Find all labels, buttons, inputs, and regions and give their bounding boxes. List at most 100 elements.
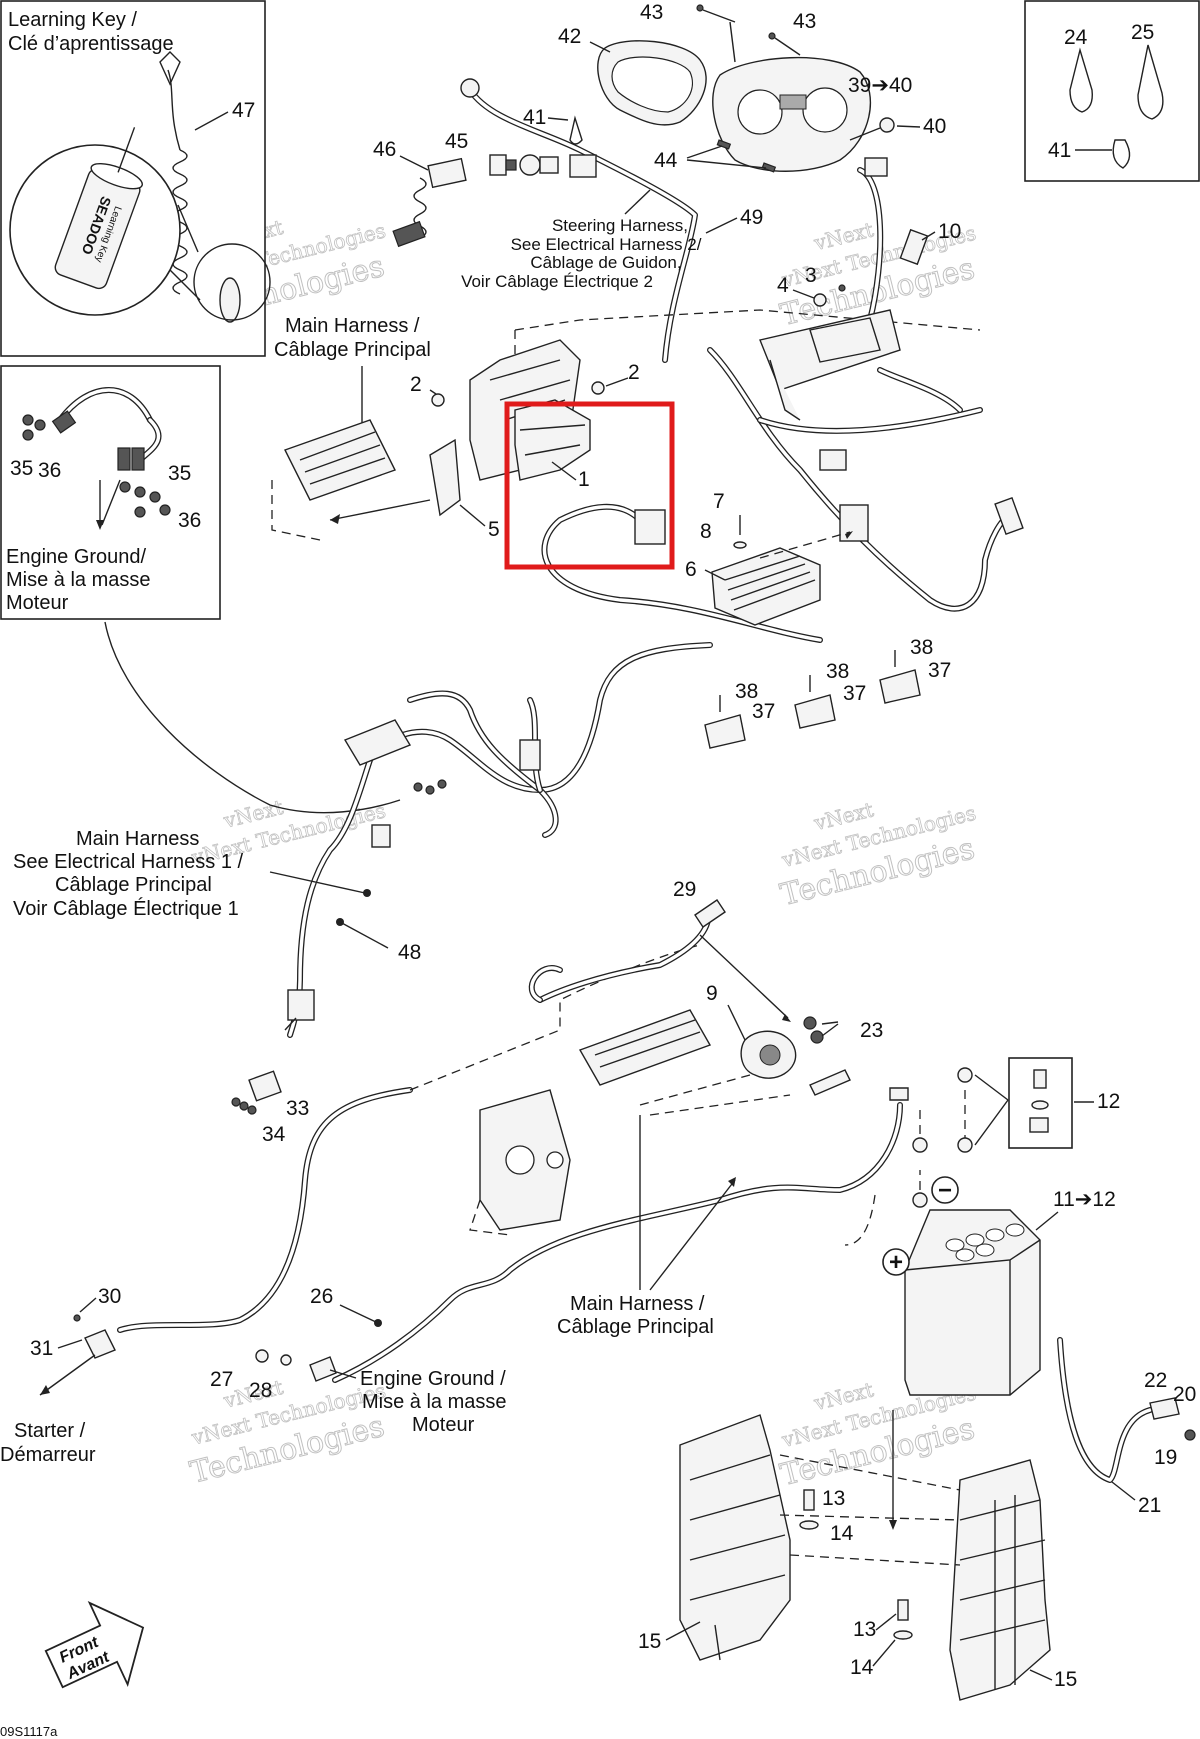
callout-9: 9 xyxy=(706,982,718,1005)
cable-terminal-29 xyxy=(694,899,726,928)
ecm-top: 5 xyxy=(271,419,500,541)
callout-15: 15 xyxy=(1054,1668,1077,1691)
callout-47: 47 xyxy=(232,99,255,122)
callout-2: 2 xyxy=(628,361,640,384)
ground-terminal-26 xyxy=(309,1356,337,1382)
callout-21: 21 xyxy=(1138,1494,1161,1517)
voltage-regulator-area: 7 8 6 xyxy=(685,490,853,626)
steering-harness-label-2: See Electrical Harness 2/ xyxy=(511,235,702,254)
gauge-cluster-area: 43 43 42 39➔40 40 44 xyxy=(558,1,946,173)
main-harness-top-label-1: Main Harness / xyxy=(285,315,420,337)
battery-11 xyxy=(904,1209,1041,1396)
tie-41 xyxy=(569,115,583,145)
main-harness-top: 10 3 4 xyxy=(514,157,1024,612)
callout-4: 4 xyxy=(777,274,789,297)
callout-23: 23 xyxy=(860,1019,883,1042)
main-harness-bot-label-2: Câblage Principal xyxy=(557,1316,714,1338)
bracket-5 xyxy=(429,438,461,517)
callout-15: 15 xyxy=(638,1630,661,1653)
callout-40: 40 xyxy=(923,115,946,138)
callout-36: 36 xyxy=(38,459,61,482)
main-harness-mid-label-1: Main Harness xyxy=(76,828,199,850)
straps-box xyxy=(1024,0,1200,182)
nut-4 xyxy=(813,293,827,307)
callout-14: 14 xyxy=(850,1656,874,1679)
ground-connector xyxy=(51,410,145,471)
main-harness-mid-label-4: Voir Câblage Électrique 1 xyxy=(13,897,239,920)
callout-13: 13 xyxy=(853,1618,876,1641)
starter-terminal-31 xyxy=(84,1329,116,1359)
callout-36: 36 xyxy=(178,509,201,532)
connector-part-1 xyxy=(634,509,666,545)
callout-49: 49 xyxy=(740,206,763,229)
callout-39: 39➔40 xyxy=(848,74,912,97)
learning-key-inset: Learning Key / Clé d’aprentissage SEADOO… xyxy=(0,0,271,357)
callout-33: 33 xyxy=(286,1097,309,1120)
callout-19: 19 xyxy=(1154,1446,1177,1469)
lanyard-cord xyxy=(167,69,181,151)
callout-38: 38 xyxy=(826,660,849,683)
detail-leader xyxy=(169,269,201,301)
callout-37: 37 xyxy=(752,700,775,723)
callout-6: 6 xyxy=(685,558,697,581)
callout-3: 3 xyxy=(805,264,817,287)
learning-key-title-en: Learning Key / xyxy=(8,9,137,31)
callout-43: 43 xyxy=(793,10,816,33)
strap-25 xyxy=(1137,44,1164,120)
fuse-box xyxy=(759,309,901,421)
callout-10: 10 xyxy=(938,220,961,243)
connector-block xyxy=(839,504,869,542)
steering-harness-label-1: Steering Harness, xyxy=(552,216,688,235)
lanyard-post-46 xyxy=(392,157,467,248)
callout-5: 5 xyxy=(488,518,500,541)
learning-key-title-fr: Clé d’aprentissage xyxy=(8,33,174,55)
fuse-holder-19 xyxy=(1149,1397,1180,1420)
engine-ground-bot-label-3: Moteur xyxy=(412,1414,475,1436)
engine-ground-label-3: Moteur xyxy=(6,592,69,614)
callout-25: 25 xyxy=(1131,21,1154,44)
starter-label-2: Démarreur xyxy=(0,1444,96,1466)
callout-42: 42 xyxy=(558,25,581,48)
strap-41 xyxy=(1112,139,1131,169)
engine-ground-box xyxy=(0,365,221,620)
callout-37: 37 xyxy=(843,682,866,705)
main-harness-trunk xyxy=(104,621,713,1115)
callout-14: 14 xyxy=(830,1522,854,1545)
battery-area: + − xyxy=(882,1057,1196,1483)
steering-harness-label-4: Voir Câblage Électrique 2 xyxy=(461,272,653,291)
callout-26: 26 xyxy=(310,1285,333,1308)
key-post-area: 46 45 41 xyxy=(373,78,698,363)
callout-35: 35 xyxy=(10,457,33,480)
key-cap xyxy=(219,277,241,323)
steering-harness-label-3: Câblage de Guidon, xyxy=(530,253,681,272)
callout-38: 38 xyxy=(735,680,758,703)
main-harness-mid-label-3: Câblage Principal xyxy=(55,874,212,896)
engine-ground-bot-label-2: Mise à la masse xyxy=(362,1391,507,1413)
grommet-40 xyxy=(879,117,895,133)
plus-terminal-icon xyxy=(882,1248,910,1276)
callout-45: 45 xyxy=(445,130,468,153)
callout-30: 30 xyxy=(98,1285,121,1308)
engine-ground-label-1: Engine Ground/ xyxy=(6,546,147,568)
plus-sign: + xyxy=(889,1249,903,1276)
detail-circle-small xyxy=(193,243,271,321)
voltage-regulator-6 xyxy=(711,547,821,626)
minus-sign: − xyxy=(938,1177,952,1204)
ground-terminals xyxy=(22,414,171,518)
harness-connector xyxy=(343,719,412,766)
highlight-box xyxy=(504,401,675,570)
minus-terminal-icon xyxy=(931,1176,959,1204)
engine-ground-inset: 35 36 35 36 Engine Ground/ Mise à la mas… xyxy=(0,365,221,620)
callout-13: 13 xyxy=(822,1487,845,1510)
starter-solenoid-area xyxy=(469,934,851,1236)
connector-41 xyxy=(569,154,597,178)
engine-ground-label-2: Mise à la masse xyxy=(6,569,151,591)
harness-clips: 38 37 38 37 38 37 xyxy=(704,636,951,749)
battery-cells xyxy=(945,1223,1025,1262)
battery-tray-area xyxy=(679,1410,1051,1701)
callout-38: 38 xyxy=(910,636,933,659)
callout-41: 41 xyxy=(523,106,546,129)
tray-bracket-left-15 xyxy=(679,1414,791,1661)
callout-7: 7 xyxy=(713,490,725,513)
main-harness-top-label-2: Câblage Principal xyxy=(274,339,431,361)
